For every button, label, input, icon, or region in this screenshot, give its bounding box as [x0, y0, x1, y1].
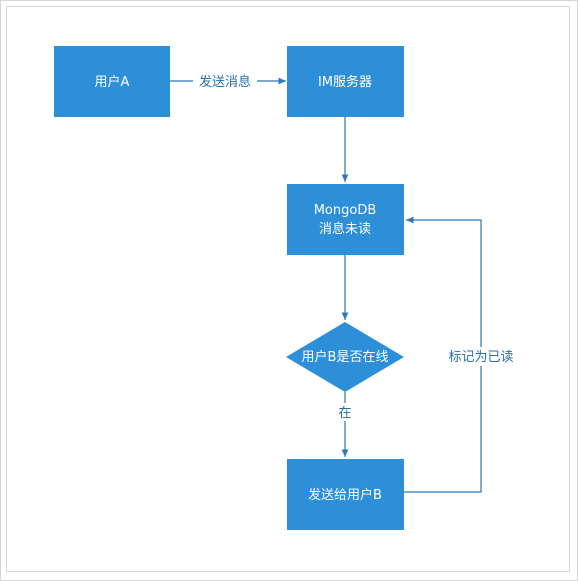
node-decision-label: 用户B是否在线 — [302, 349, 389, 365]
node-im-server — [287, 46, 404, 117]
node-mongodb — [287, 184, 404, 255]
node-mongodb-label-line2: 消息未读 — [319, 221, 371, 237]
node-send-to-user-b-label: 发送给用户B — [308, 487, 382, 503]
node-send-to-user-b — [287, 459, 404, 530]
node-mongodb-label-line1: MongoDB — [314, 203, 377, 218]
edge-label-bg — [193, 72, 257, 90]
edge-label-bg — [334, 403, 356, 421]
node-decision-user-b-online — [286, 322, 404, 392]
node-im-server-label: IM服务器 — [318, 74, 372, 90]
edge-label-online: 在 — [338, 406, 351, 421]
node-user-a — [54, 46, 170, 117]
edge-label-bg — [442, 347, 520, 366]
node-user-a-label: 用户A — [95, 74, 130, 90]
edge-label-mark-read: 标记为已读 — [448, 350, 513, 365]
edge-label-send-message: 发送消息 — [199, 74, 251, 90]
